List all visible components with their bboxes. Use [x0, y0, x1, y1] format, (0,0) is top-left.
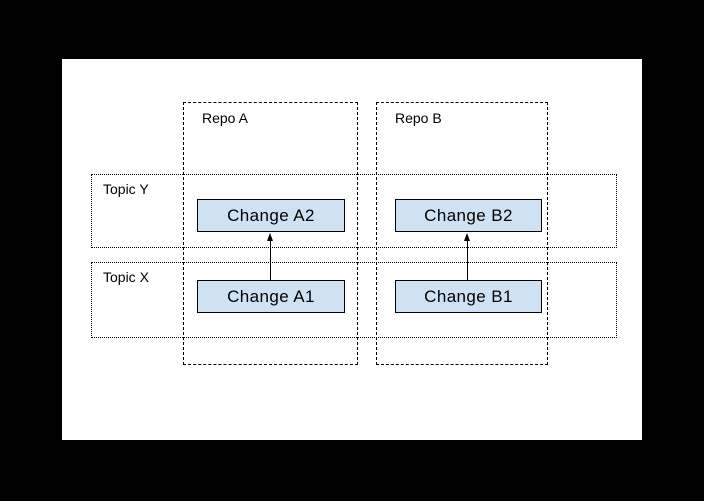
topic-y-label: Topic Y: [103, 181, 149, 197]
topic-x-lane: Topic X: [91, 262, 617, 338]
change-a1-label: Change A1: [227, 286, 315, 306]
change-b1-box: Change B1: [395, 280, 542, 313]
change-a2-box: Change A2: [197, 199, 345, 232]
arrow-a1-to-a2: [266, 233, 275, 281]
arrow-b1-to-b2: [463, 233, 472, 281]
topic-y-lane: Topic Y: [91, 174, 617, 248]
arrow-line: [270, 237, 271, 281]
change-a2-label: Change A2: [227, 205, 315, 225]
repo-b-label: Repo B: [395, 110, 442, 126]
diagram-canvas: Repo A Repo B Topic Y Topic X Change A2 …: [62, 59, 642, 440]
change-a1-box: Change A1: [197, 280, 345, 313]
arrow-line: [467, 237, 468, 281]
change-b2-box: Change B2: [395, 199, 542, 232]
change-b1-label: Change B1: [424, 286, 513, 306]
repo-b-container: Repo B: [376, 102, 548, 365]
topic-x-label: Topic X: [103, 269, 149, 285]
repo-a-container: Repo A: [183, 102, 358, 365]
change-b2-label: Change B2: [424, 205, 513, 225]
repo-a-label: Repo A: [202, 110, 248, 126]
